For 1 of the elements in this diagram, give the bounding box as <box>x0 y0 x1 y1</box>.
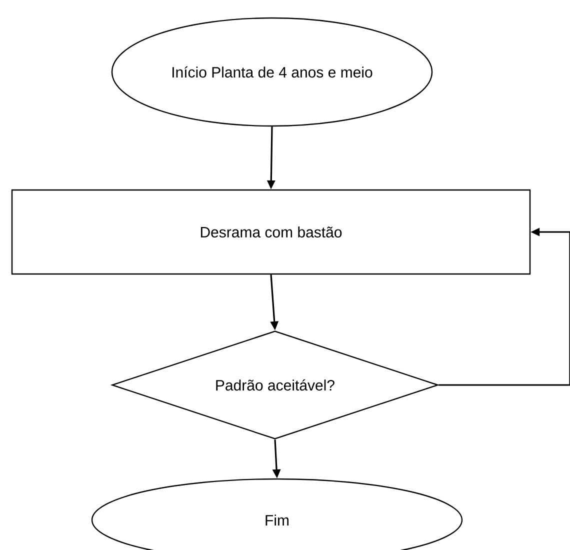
process-box: Desrama com bastão <box>11 189 531 275</box>
